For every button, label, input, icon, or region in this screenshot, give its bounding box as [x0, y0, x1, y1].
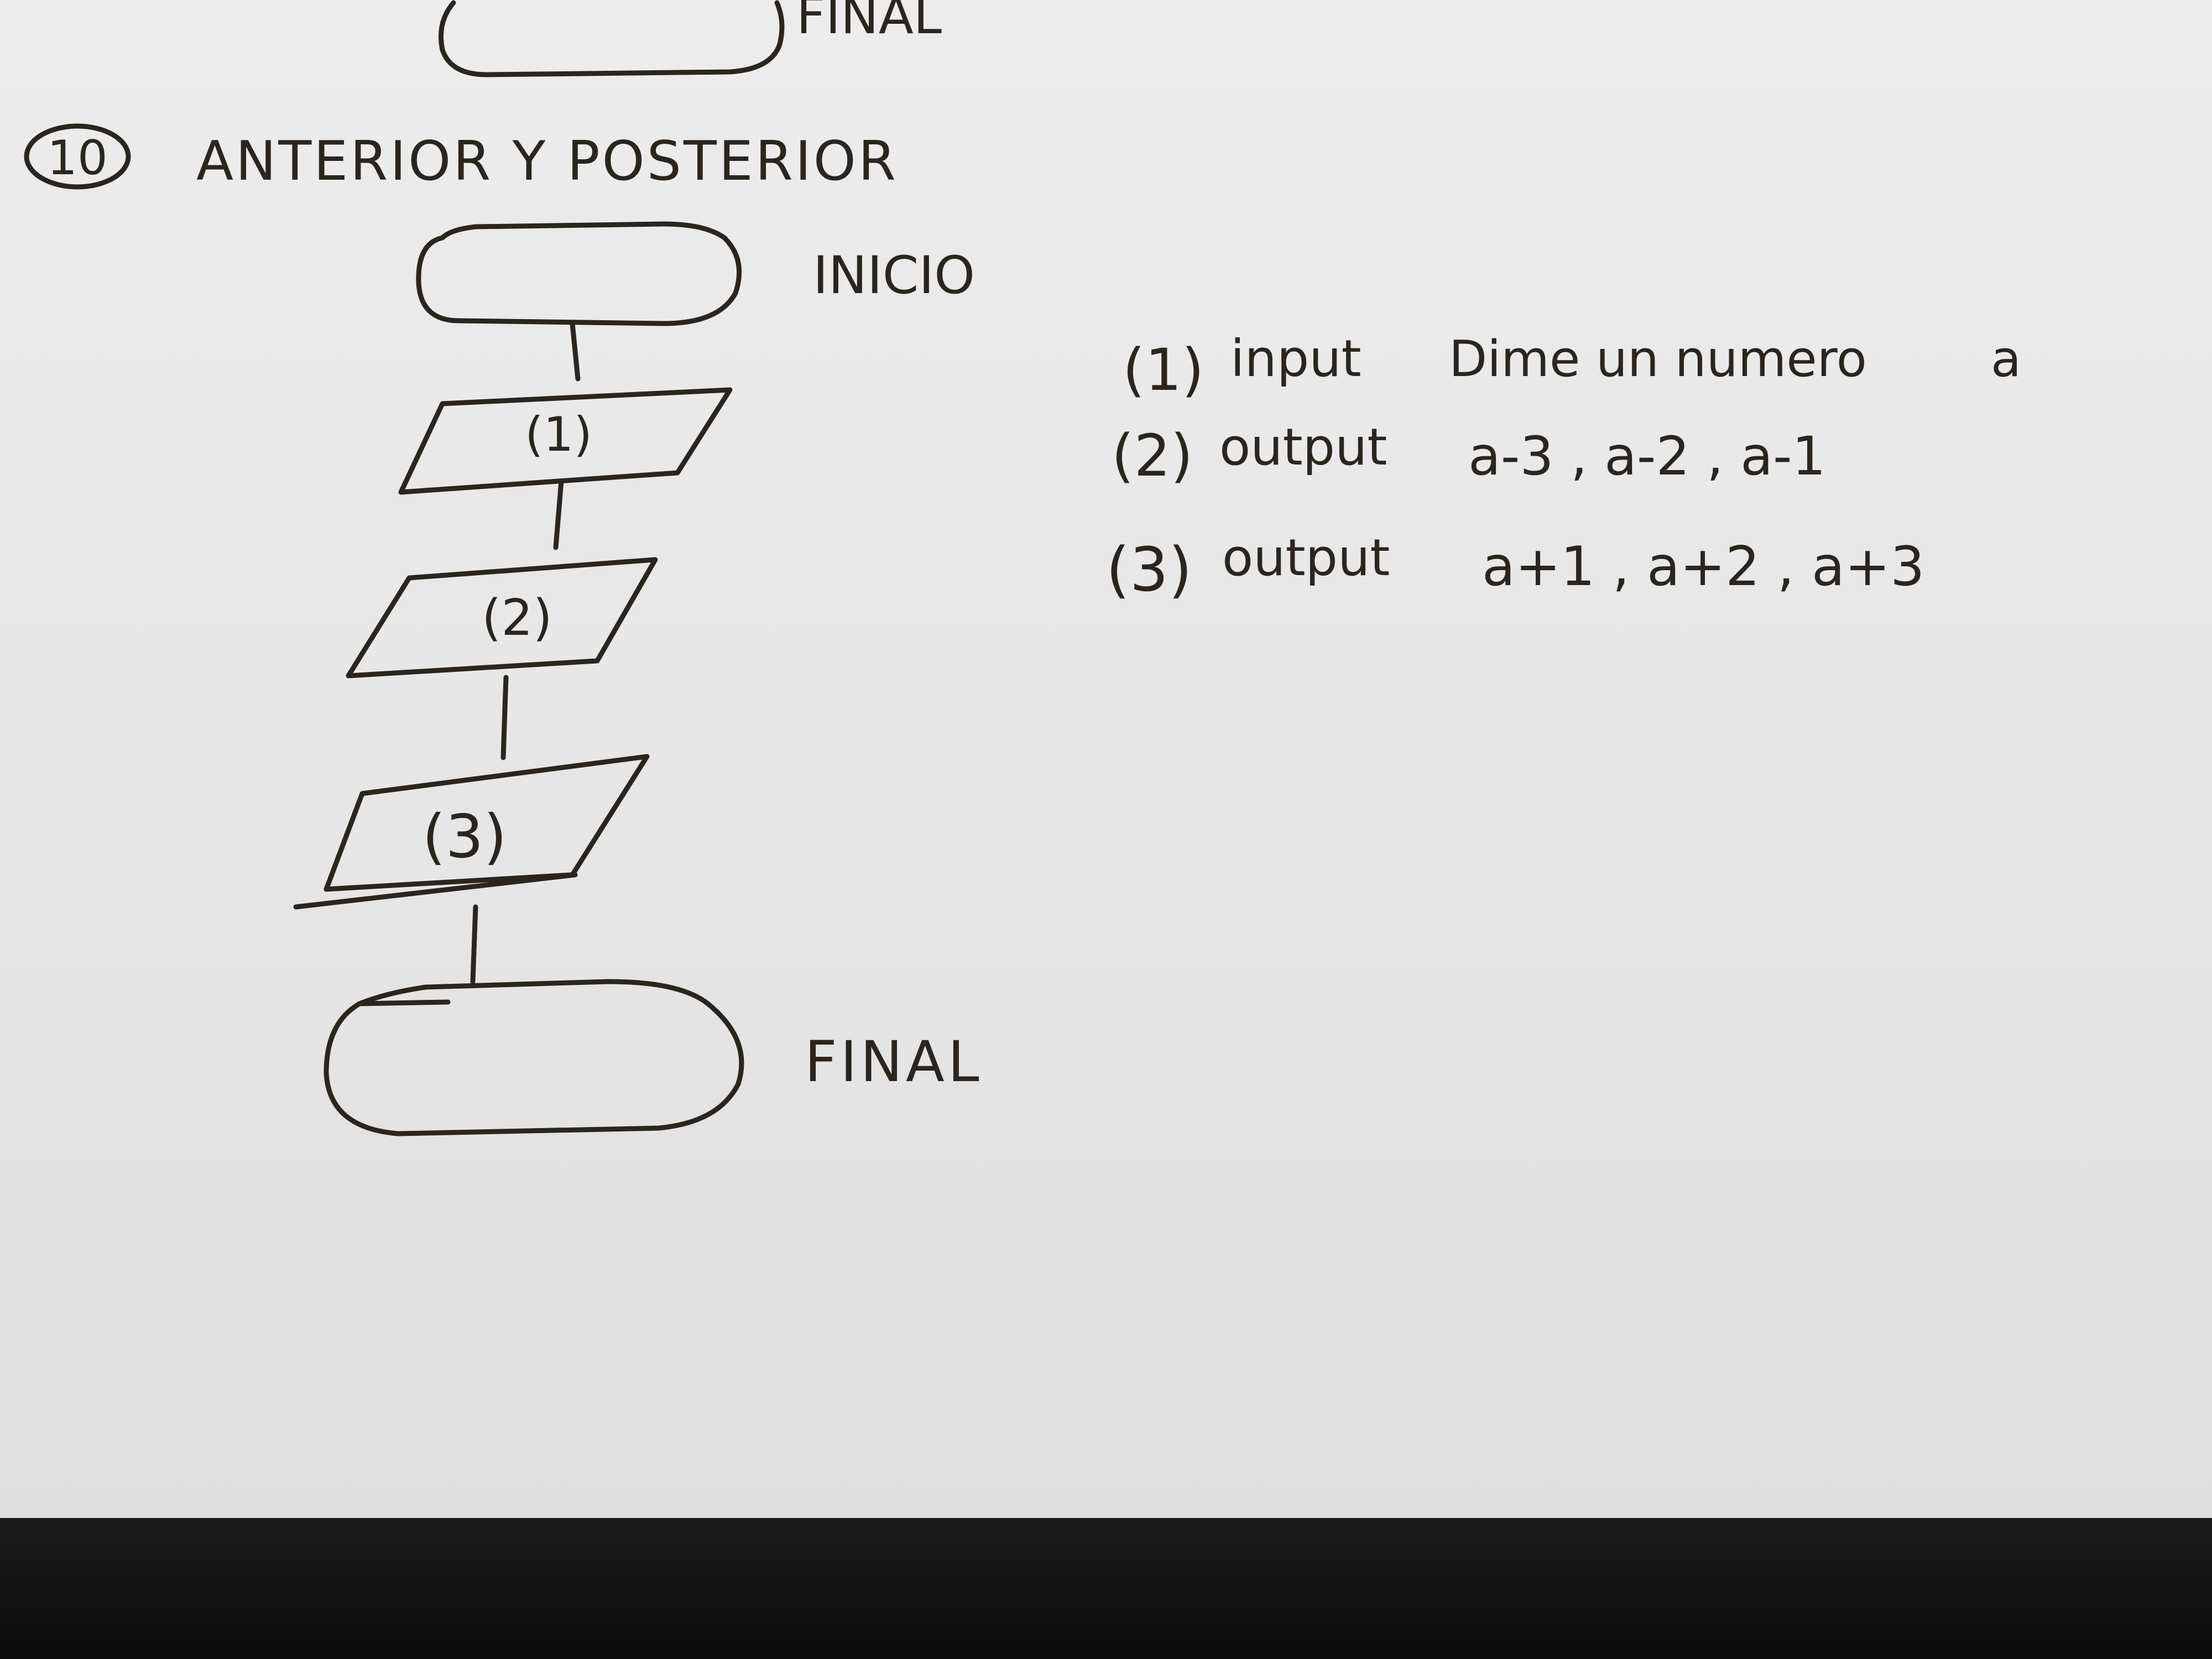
exercise-number-badge: 10	[24, 123, 131, 190]
connector-step3-end	[470, 904, 478, 984]
end-terminator	[324, 979, 744, 1136]
start-label: INICIO	[813, 246, 975, 306]
step3-marker: (3)	[422, 802, 507, 872]
note-2: (2) output a-3 , a-2 , a-1	[1112, 418, 1826, 489]
note-3-marker: (3)	[1106, 534, 1192, 605]
note-1-text: Dime un numero	[1449, 330, 1867, 388]
paper-sheet	[0, 0, 2212, 1518]
start-terminator	[416, 221, 742, 326]
note-3-keyword: output	[1222, 528, 1390, 587]
notes-list: (1) input Dime un numero a (2) output a-…	[1106, 329, 2021, 605]
note-1-marker: (1)	[1123, 336, 1204, 404]
step3-output-parallelogram: (3)	[293, 754, 650, 910]
note-3-text: a+1 , a+2 , a+3	[1482, 535, 1924, 598]
connector-step2-step3	[500, 675, 509, 760]
note-1: (1) input Dime un numero a	[1123, 329, 2021, 404]
exercise-number: 10	[47, 131, 107, 186]
previous-final-label: FINAL	[796, 0, 942, 45]
step1-marker: (1)	[525, 407, 592, 462]
connector-step1-step2	[553, 478, 564, 550]
note-3: (3) output a+1 , a+2 , a+3	[1106, 528, 1924, 605]
step1-input-parallelogram: (1)	[398, 387, 733, 495]
note-1-keyword: input	[1230, 329, 1361, 388]
note-2-text: a-3 , a-2 , a-1	[1468, 425, 1826, 487]
end-label: FINAL	[805, 1029, 983, 1095]
note-2-marker: (2)	[1112, 422, 1193, 489]
note-2-keyword: output	[1219, 418, 1387, 477]
note-1-variable: a	[1991, 330, 2021, 388]
exercise-title: ANTERIOR Y POSTERIOR	[196, 130, 898, 193]
step2-marker: (2)	[482, 589, 552, 647]
previous-end-terminator	[439, 0, 785, 77]
connector-start-step1	[570, 321, 581, 382]
dark-desk-surface	[0, 1518, 2212, 1659]
step2-output-parallelogram: (2)	[346, 557, 658, 679]
